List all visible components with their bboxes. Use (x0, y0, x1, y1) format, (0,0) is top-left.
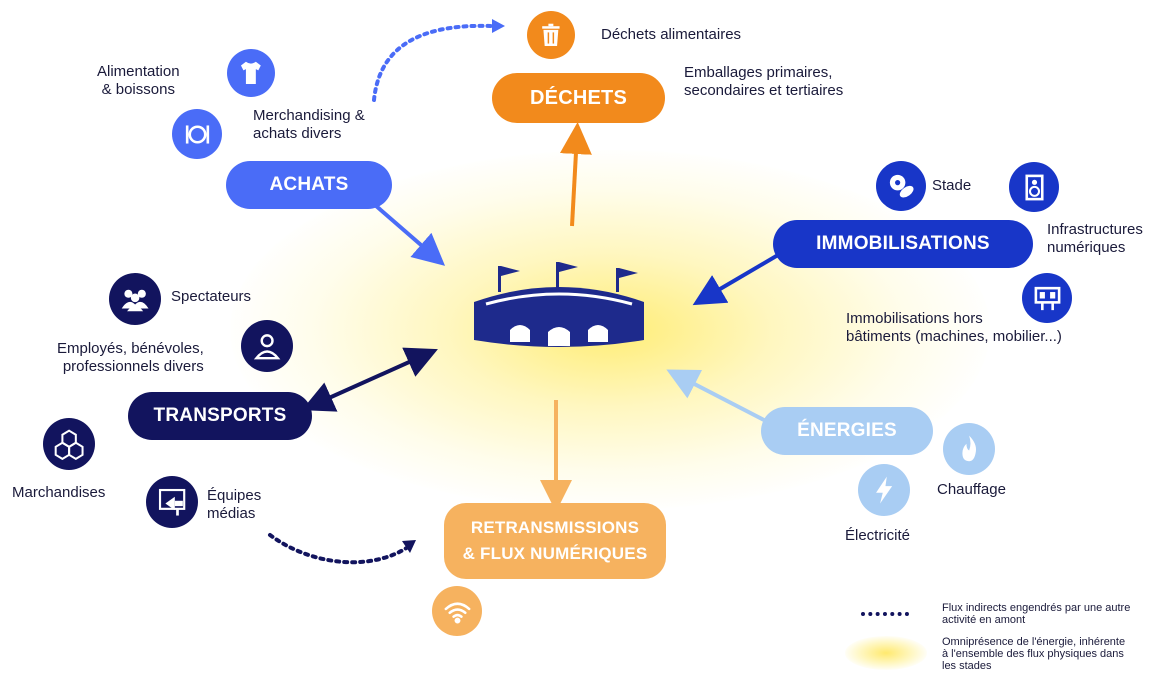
category-energies: ÉNERGIES (761, 407, 933, 455)
bolt-icon (858, 464, 910, 516)
legend-energy-text: Omniprésence de l'énergie, inhérente à l… (942, 636, 1126, 672)
arrow-energies (666, 369, 765, 422)
arrow-immobilisations (692, 253, 780, 306)
megaphone-icon (146, 476, 198, 528)
trash-icon (527, 11, 575, 59)
speaker-icon (1009, 162, 1059, 212)
category-transports: TRANSPORTS (128, 392, 312, 440)
label-dechets-alimentaires: Déchets alimentaires (601, 26, 742, 43)
label-stade: Stade (932, 177, 972, 194)
scoreboard-icon (1022, 273, 1072, 323)
category-retransmissions: RETRANSMISSIONS & FLUX NUMÉRIQUES (444, 503, 666, 579)
arrow-transports (301, 347, 438, 412)
person-icon (241, 320, 293, 372)
wifi-icon (432, 586, 482, 636)
group-icon (109, 273, 161, 325)
label-employes: Employés, bénévoles, professionnels dive… (57, 340, 204, 375)
legend-glow-swatch (845, 636, 927, 670)
label-spectateurs: Spectateurs (171, 288, 252, 305)
label-emballages: Emballages primaires, secondaires et ter… (684, 64, 844, 99)
arrow-dechets (559, 122, 592, 227)
category-achats: ACHATS (226, 161, 392, 209)
legend-dotted-line (861, 612, 909, 616)
tshirt-icon (227, 49, 275, 97)
ball-icon (876, 161, 926, 211)
cubes-icon (43, 418, 95, 470)
dotted-arrow-retransmissions (268, 533, 410, 565)
dotted-arrow-dechets (372, 23, 494, 102)
category-immobilisations: IMMOBILISATIONS (773, 220, 1033, 268)
arrow-achats (373, 203, 446, 266)
label-electricite: Électricité (845, 527, 911, 544)
label-infrastructures: Infrastructures numériques (1047, 221, 1143, 256)
label-merchandising: Merchandising & achats divers (253, 107, 365, 142)
label-immobilisations-hors: Immobilisations hors bâtiments (machines… (846, 310, 1062, 345)
label-alimentation: Alimentation & boissons (97, 63, 180, 98)
label-chauffage: Chauffage (937, 481, 1006, 498)
legend-indirect-text: Flux indirects engendrés par une autre a… (942, 602, 1131, 626)
stadium-icon (468, 262, 650, 352)
category-dechets: DÉCHETS (492, 73, 665, 123)
plate-icon (172, 109, 222, 159)
label-equipes-medias: Équipes médias (207, 487, 262, 522)
label-marchandises: Marchandises (12, 484, 106, 501)
flame-icon (943, 423, 995, 475)
